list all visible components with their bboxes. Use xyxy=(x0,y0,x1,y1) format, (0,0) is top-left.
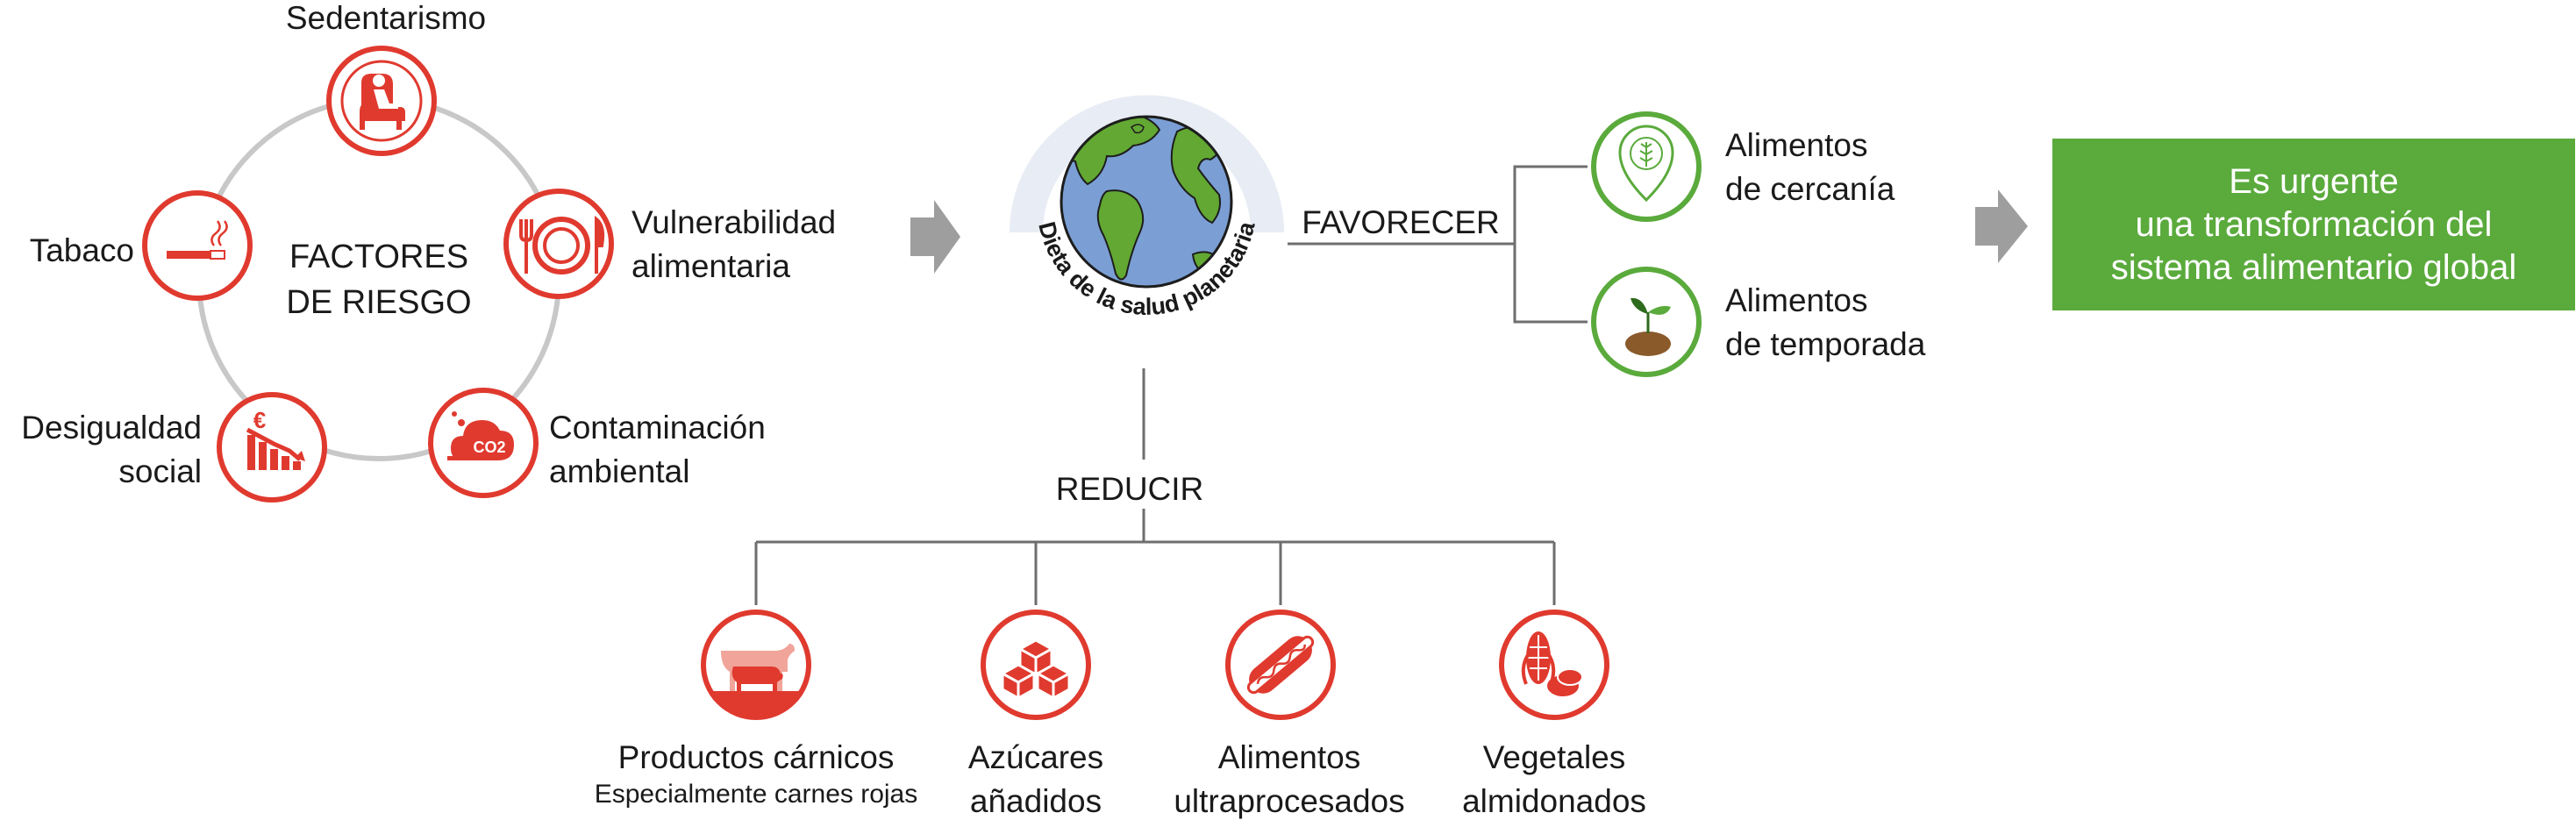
risk-title-line2: DE RIESGO xyxy=(286,284,471,321)
cigarette-icon xyxy=(167,220,228,260)
reducir-item-ultraprocesados: Alimentos ultraprocesados xyxy=(1174,610,1405,819)
label-temporada-2: de temporada xyxy=(1725,326,1926,362)
sprout-icon xyxy=(1625,297,1671,356)
label-contaminacion-1: Contaminación xyxy=(549,410,766,446)
node-circle xyxy=(1591,267,1702,377)
favorecer-bracket xyxy=(1513,165,1588,324)
hotdog-icon xyxy=(1246,635,1315,695)
risk-node-contaminacion: CO2 Contaminación ambiental xyxy=(428,388,766,498)
co2-text: CO2 xyxy=(473,439,505,456)
globe-group: Dieta de la salud planetaria xyxy=(1010,95,1284,320)
location-wheat-icon xyxy=(1618,125,1674,203)
label-temporada-1: Alimentos xyxy=(1725,282,1867,318)
arrow-right-icon xyxy=(910,200,960,274)
label-vulnerabilidad-2: alimentaria xyxy=(632,248,790,284)
label-cercania-2: de cercanía xyxy=(1725,171,1895,207)
label-ultraprocesados-1: Alimentos xyxy=(1218,739,1360,775)
label-vegetales-2: almidonados xyxy=(1462,783,1646,819)
favorecer-label: FAVORECER xyxy=(1302,204,1499,240)
label-sedentarismo: Sedentarismo xyxy=(286,0,486,36)
reducir-branch: REDUCIR Productos cárnicos Especialmente… xyxy=(595,368,1646,819)
reducir-item-azucares: Azúcares añadidos xyxy=(968,610,1103,819)
reducir-item-vegetales: Vegetales almidonados xyxy=(1462,610,1646,819)
node-circle xyxy=(701,610,811,720)
risk-factor-cycle: FACTORES DE RIESGO Sedentarismo xyxy=(21,0,836,503)
sugar-cubes-icon xyxy=(999,638,1073,701)
reducir-tree xyxy=(754,540,1556,605)
reducir-label: REDUCIR xyxy=(1056,471,1204,507)
globe-outline xyxy=(1060,115,1233,289)
reducir-item-carnicos: Productos cárnicos Especialmente carnes … xyxy=(595,610,918,809)
favorecer-branch: FAVORECER Alimentos de cercanía Alimento… xyxy=(1288,111,1926,377)
euro-chart-down-icon: € xyxy=(246,407,305,470)
risk-node-sedentarismo: Sedentarismo xyxy=(286,0,486,156)
label-desigualdad-1: Desigualdad xyxy=(21,410,202,446)
plate-cutlery-icon xyxy=(519,215,605,275)
conclusion-line3: sistema alimentario global xyxy=(2110,247,2517,287)
node-circle xyxy=(217,392,327,503)
label-contaminacion-2: ambiental xyxy=(549,453,689,489)
conclusion-line2: una transformación del xyxy=(2135,204,2493,244)
corn-potato-icon xyxy=(1521,631,1583,696)
label-desigualdad-2: social xyxy=(118,453,202,489)
euro-symbol: € xyxy=(253,407,266,433)
risk-node-tabaco: Tabaco xyxy=(30,190,253,301)
risk-node-vulnerabilidad: Vulnerabilidad alimentaria xyxy=(503,189,836,299)
co2-cloud-icon: CO2 xyxy=(447,411,514,460)
label-tabaco: Tabaco xyxy=(30,232,134,268)
label-azucares-1: Azúcares xyxy=(968,739,1103,775)
cow-pig-icon xyxy=(705,614,807,716)
label-azucares-2: añadidos xyxy=(970,783,1102,819)
label-carnicos: Productos cárnicos xyxy=(618,739,895,775)
conclusion-line1: Es urgente xyxy=(2229,161,2399,201)
risk-title-line1: FACTORES xyxy=(289,239,468,275)
globe-halo xyxy=(1010,95,1284,233)
node-circle xyxy=(503,189,614,299)
label-vulnerabilidad-1: Vulnerabilidad xyxy=(632,204,836,240)
favorecer-item-cercania: Alimentos de cercanía xyxy=(1591,111,1895,222)
arrow-right-icon-2 xyxy=(1975,189,2028,263)
armchair-icon xyxy=(360,74,405,130)
risk-node-desigualdad: € Desigualdad social xyxy=(21,392,327,503)
label-ultraprocesados-2: ultraprocesados xyxy=(1174,783,1404,819)
favorecer-item-temporada: Alimentos de temporada xyxy=(1591,267,1926,377)
node-circle xyxy=(142,190,253,301)
label-cercania-1: Alimentos xyxy=(1725,127,1867,163)
label-carnicos-sub: Especialmente carnes rojas xyxy=(595,780,918,809)
label-vegetales-1: Vegetales xyxy=(1483,739,1626,775)
conclusion-box: Es urgente una transformación del sistem… xyxy=(2052,139,2575,310)
